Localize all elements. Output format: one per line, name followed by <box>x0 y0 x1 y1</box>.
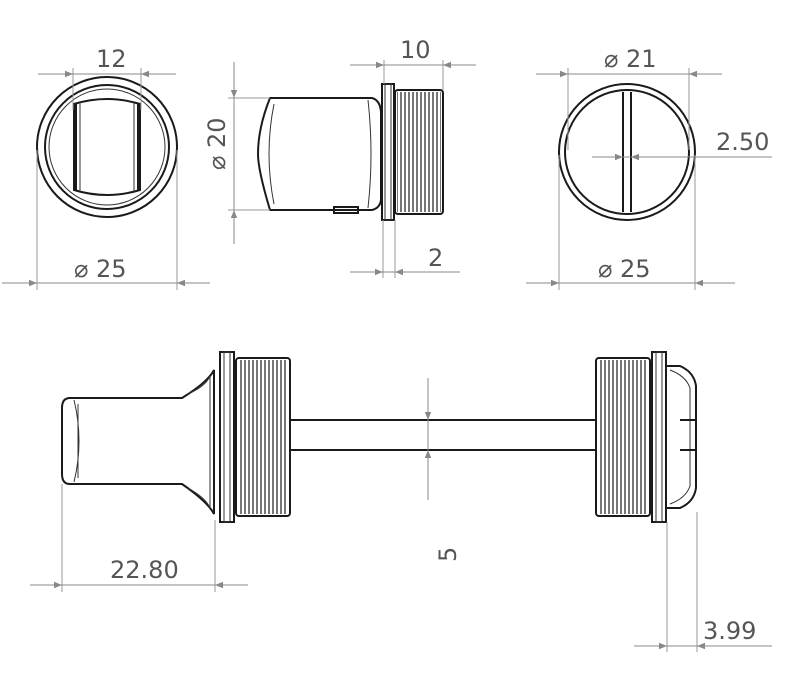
assembly-right-flange <box>651 351 667 523</box>
assembly-left-flange <box>219 351 235 523</box>
dim-text-side-length: 10 <box>400 36 431 64</box>
dim-text-right-length: 3.99 <box>703 617 756 645</box>
dim-text-back-slot-diameter: 21 <box>626 45 657 73</box>
dim-symbol-front-diameter: ⌀ <box>74 255 88 283</box>
dim-symbol-back-slot-diameter: ⌀ <box>604 45 618 73</box>
dim-text-front-diameter: 25 <box>96 255 127 283</box>
assembly-right-knob <box>595 357 651 517</box>
side-flange <box>381 83 395 221</box>
dim-text-left-length: 22.80 <box>110 556 179 584</box>
front-tongue <box>73 98 141 196</box>
assembly-tongue <box>61 369 215 515</box>
back-inner-circle <box>564 89 690 215</box>
dim-symbol-side-diameter: ⌀ <box>203 156 231 170</box>
dim-text-back-slot-width: 2.50 <box>716 128 769 156</box>
dim-text-front-width: 12 <box>96 45 127 73</box>
dim-text-shaft-diameter: 5 <box>434 547 462 562</box>
side-knurled-knob <box>394 89 444 215</box>
back-outer-circle <box>558 83 696 221</box>
back-view: ⌀ 21 2.50 ⌀ 25 <box>526 45 772 290</box>
assembly-right-cap <box>665 365 697 509</box>
side-view: 10 ⌀ 20 2 <box>203 36 476 278</box>
front-view: 12 ⌀ 25 <box>2 45 210 290</box>
dim-text-back-diameter: 25 <box>620 255 651 283</box>
front-outer-circle <box>36 76 178 218</box>
assembly-view: 5 22.80 3.99 <box>30 351 772 652</box>
dim-symbol-back-diameter: ⌀ <box>598 255 612 283</box>
dim-text-side-flange: 2 <box>428 244 443 272</box>
dim-text-side-diameter: 20 <box>203 117 231 148</box>
assembly-left-knob <box>235 357 291 517</box>
front-inner-circle-2 <box>48 88 166 206</box>
side-body <box>256 97 382 211</box>
front-inner-circle <box>44 84 170 210</box>
